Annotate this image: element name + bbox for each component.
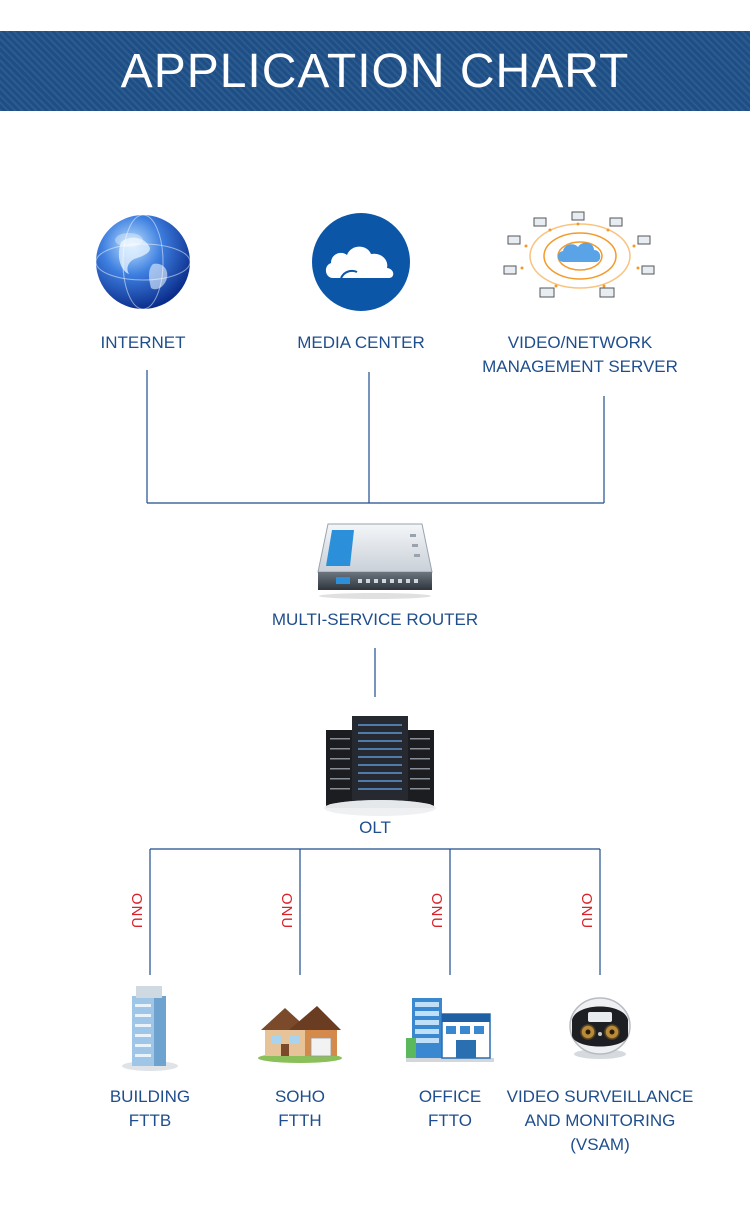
globe-icon: [95, 214, 191, 310]
office-node: [404, 994, 496, 1069]
server-label: VIDEO/NETWORK MANAGEMENT SERVER: [465, 331, 695, 379]
soho-label: SOHO FTTH: [240, 1085, 360, 1133]
onu-label-soho: ONU: [278, 892, 295, 930]
page-title: APPLICATION CHART: [120, 44, 630, 98]
office-label-line1: OFFICE: [418, 1087, 482, 1106]
olt-node: [322, 712, 438, 821]
media-center-label: MEDIA CENTER: [297, 333, 425, 352]
vsam-label-line1: VIDEO SURVEILLANCE: [506, 1087, 694, 1106]
onu-label-building: ONU: [128, 892, 145, 930]
server-label-line1: VIDEO/NETWORK: [507, 333, 653, 352]
server-rack-icon: [324, 716, 436, 816]
olt-label: OLT: [359, 818, 391, 837]
soho-label-line2: FTTH: [278, 1111, 322, 1130]
vsam-node: [566, 992, 634, 1067]
title-banner: APPLICATION CHART: [0, 31, 750, 111]
office-label-line2: FTTO: [427, 1111, 473, 1130]
internet-node: [93, 212, 193, 317]
vsam-label: VIDEO SURVEILLANCE AND MONITORING (VSAM): [490, 1085, 710, 1157]
building-label-line1: BUILDING: [109, 1087, 191, 1106]
onu-label-office: ONU: [428, 892, 445, 930]
building-icon: [122, 986, 178, 1071]
soho-node: [255, 1000, 345, 1069]
router-node: [314, 520, 436, 605]
server-label-line2: MANAGEMENT SERVER: [482, 357, 678, 376]
vsam-label-line2: AND MONITORING: [524, 1111, 676, 1130]
vsam-label-line3: (VSAM): [570, 1135, 630, 1154]
camera-icon: [569, 997, 631, 1059]
onu-label-vsam: ONU: [578, 892, 595, 930]
office-label: OFFICE FTTO: [390, 1085, 510, 1133]
soho-label-line1: SOHO: [274, 1087, 326, 1106]
router-icon: [317, 523, 433, 599]
media-center-node: [311, 212, 411, 317]
router-label: MULTI-SERVICE ROUTER: [271, 610, 479, 629]
house-icon: [258, 1006, 342, 1063]
building-label-line2: FTTB: [128, 1111, 172, 1130]
building-label: BUILDING FTTB: [90, 1085, 210, 1133]
cloud-icon: [312, 213, 410, 311]
office-icon: [406, 998, 494, 1062]
internet-label: INTERNET: [100, 333, 186, 352]
server-node: [500, 208, 660, 313]
network-cloud-icon: [503, 211, 655, 298]
building-node: [118, 982, 182, 1077]
